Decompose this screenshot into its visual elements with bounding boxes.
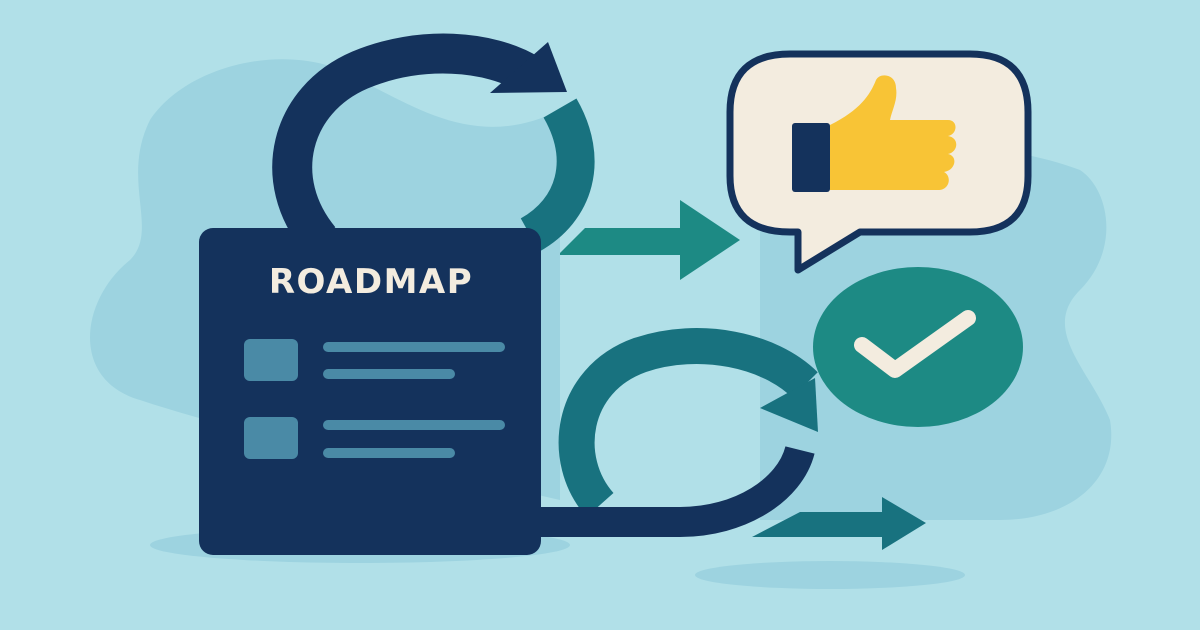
arrow-right-middle-icon (560, 200, 740, 280)
roadmap-card (199, 228, 541, 555)
arrow-right-bottom-icon (752, 497, 926, 550)
shadow-bottom (695, 561, 965, 589)
line-2a (323, 420, 505, 430)
checkbox-2 (244, 417, 298, 459)
circular-arrow-bottom-icon (540, 328, 818, 537)
roadmap-title: ROADMAP (268, 262, 474, 302)
circular-arrow-top-icon (272, 33, 595, 253)
line-1a (323, 342, 505, 352)
line-2b (323, 448, 455, 458)
line-1b (323, 369, 455, 379)
checkbox-1 (244, 339, 298, 381)
thumbs-up-icon (792, 75, 957, 192)
check-circle-icon (813, 267, 1023, 427)
